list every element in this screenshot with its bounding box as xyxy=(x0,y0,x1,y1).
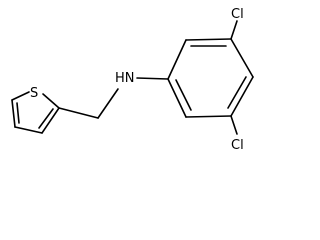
structure-diagram: S HN Cl Cl xyxy=(11,7,254,153)
chlorine-bottom-label: Cl xyxy=(231,138,244,153)
thiophene-ring xyxy=(11,91,60,134)
bond-c5-c6 xyxy=(185,115,232,118)
double-bond-c6-c1 xyxy=(175,79,192,111)
bond-s1-c2 xyxy=(42,93,60,109)
bond-c2-c3 xyxy=(185,38,232,41)
bond-c4-c5 xyxy=(11,99,16,128)
bond-c2-c3 xyxy=(41,107,60,134)
bond-c3-c4 xyxy=(230,38,254,78)
bond-c3-c4 xyxy=(14,126,43,134)
sulfur-label: S xyxy=(30,86,38,101)
bond-c2-ch2 xyxy=(58,107,99,119)
benzene-ring xyxy=(167,38,254,118)
chlorine-top-label: Cl xyxy=(231,7,244,22)
bond-c1-c2 xyxy=(167,39,187,80)
double-bond-c2-c3 xyxy=(38,108,54,129)
double-bond-c4-c5 xyxy=(227,76,247,109)
nh-label: HN xyxy=(115,71,135,86)
bond-c3-cl-top xyxy=(230,20,238,40)
bond-c5-s1 xyxy=(11,91,30,101)
bond-n-c1 xyxy=(136,77,169,80)
bond-c5-cl-bottom xyxy=(230,115,238,135)
bond-ch2-n xyxy=(97,88,119,119)
bond-c6-c1 xyxy=(167,78,187,118)
bond-c4-c5 xyxy=(230,76,254,117)
double-bond-c4-c5 xyxy=(16,102,20,124)
